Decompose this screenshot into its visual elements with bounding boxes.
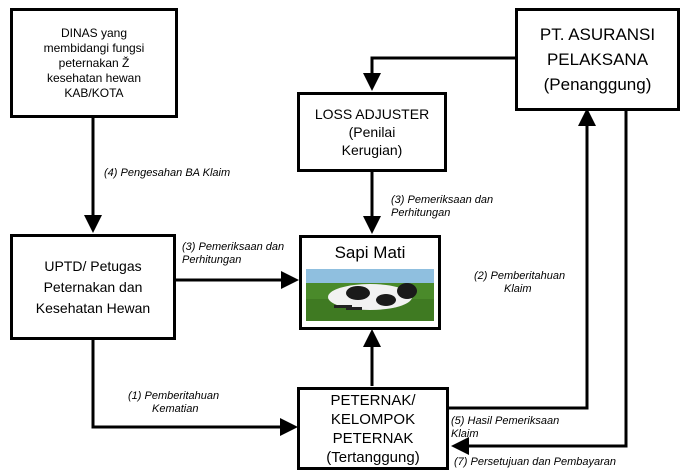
box-asuransi-line: PT. ASURANSI: [539, 25, 656, 44]
box-peternak-line: KELOMPOK: [330, 410, 416, 428]
box-uptd-line: Kesehatan Hewan: [35, 299, 151, 316]
label-line: (5) Hasil Pemeriksaan: [451, 415, 560, 427]
label-line: (3) Pemeriksaan dan: [391, 194, 494, 206]
arrow-asuransi-to-loss-adjuster: [363, 56, 515, 91]
label-step-3-uptd: (3) Pemeriksaan dan Perhitungan: [182, 241, 284, 267]
box-peternak: PETERNAK/ KELOMPOK PETERNAK (Tertanggung…: [297, 387, 449, 470]
label-step-4-line: (4) Pengesahan BA Klaim: [104, 167, 231, 179]
box-peternak-line: (Tertanggung): [326, 448, 420, 466]
label-step-3-loss-adjuster: (3) Pemeriksaan dan Perhitungan: [391, 194, 493, 220]
label-step-7: (7) Persetujuan dan Pembayaran: [454, 456, 616, 469]
box-loss-adjuster-line: LOSS ADJUSTER: [314, 106, 430, 122]
label-line: Perhitungan: [391, 207, 451, 219]
box-dinas-line: peternakan Ž: [58, 55, 130, 70]
box-loss-adjuster: LOSS ADJUSTER (Penilai Kerugian): [297, 92, 447, 172]
box-dinas-line: kesehatan hewan: [46, 70, 142, 85]
label-line: (7) Persetujuan dan Pembayaran: [454, 456, 617, 468]
label-line: Klaim: [451, 428, 479, 440]
arrow-uptd-peternak: [84, 325, 298, 436]
box-dinas-line: DINAS yang: [60, 25, 128, 40]
box-peternak-line: PETERNAK: [332, 429, 414, 447]
sapi-mati-title: Sapi Mati: [334, 243, 406, 262]
label-line: (2) Pemberitahuan: [474, 270, 566, 282]
label-line: Klaim: [504, 283, 532, 295]
label-step-1: (1) Pemberitahuan Kematian: [128, 390, 219, 416]
box-loss-adjuster-line: (Penilai: [348, 124, 396, 140]
box-dinas-line: membidangi fungsi: [43, 40, 145, 55]
box-dinas-line: KAB/KOTA: [64, 85, 124, 100]
box-uptd-line: UPTD/ Petugas: [44, 257, 142, 274]
label-step-4: (4) Pengesahan BA Klaim: [104, 167, 230, 180]
arrow-peternak-to-asuransi: [448, 108, 596, 410]
dead-cow-photo: [306, 269, 434, 321]
label-step-2: (2) Pemberitahuan Klaim: [474, 270, 565, 296]
box-asuransi-line: (Penanggung): [543, 75, 652, 94]
box-loss-adjuster-line: Kerugian): [341, 142, 403, 158]
box-asuransi-line: PELAKSANA: [546, 50, 649, 69]
box-dinas: DINAS yang membidangi fungsi peternakan …: [10, 8, 178, 118]
label-line: (3) Pemeriksaan dan: [182, 241, 285, 253]
box-uptd: UPTD/ Petugas Peternakan dan Kesehatan H…: [10, 234, 176, 340]
box-asuransi: PT. ASURANSI PELAKSANA (Penanggung): [515, 8, 680, 111]
label-step-5: (5) Hasil Pemeriksaan Klaim: [451, 415, 559, 441]
arrow-asuransi-to-peternak: [451, 96, 635, 455]
box-peternak-line: PETERNAK/: [330, 391, 416, 409]
label-line: Perhitungan: [182, 254, 242, 266]
box-sapi-mati: Sapi Mati: [299, 235, 441, 330]
label-line: (1) Pemberitahuan: [128, 390, 220, 402]
box-uptd-line: Peternakan dan: [43, 278, 143, 295]
label-line: Kematian: [152, 403, 199, 415]
